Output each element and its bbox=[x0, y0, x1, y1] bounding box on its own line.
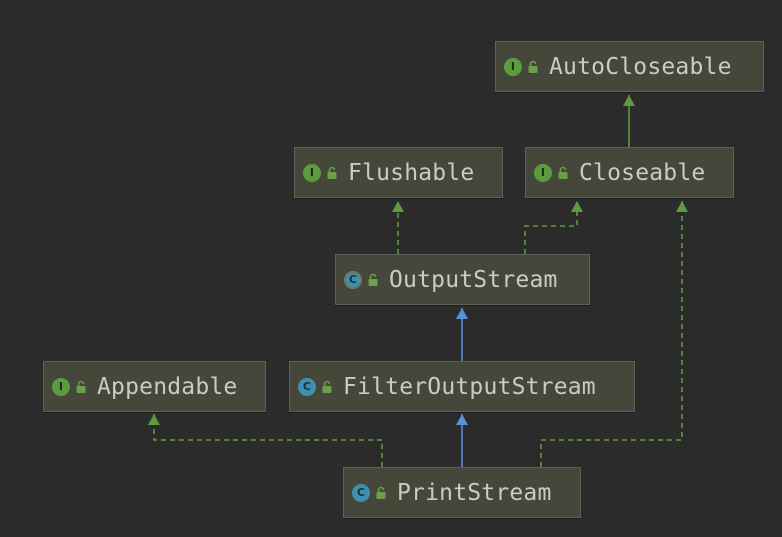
node-outputstream[interactable]: C OutputStream bbox=[335, 254, 590, 305]
interface-icon: I bbox=[52, 377, 70, 396]
arrowhead bbox=[623, 95, 635, 106]
unlocked-padlock-icon bbox=[327, 166, 337, 179]
arrowhead bbox=[392, 201, 404, 212]
node-appendable[interactable]: I Appendable bbox=[43, 361, 266, 412]
edge-line bbox=[153, 414, 383, 467]
node-label: PrintStream bbox=[397, 479, 552, 506]
node-filteroutputstream[interactable]: C FilterOutputStream bbox=[289, 361, 635, 412]
edge-line bbox=[540, 201, 683, 467]
unlocked-padlock-icon bbox=[368, 273, 378, 286]
edge-printstream-to-appendable bbox=[148, 414, 383, 467]
arrowhead bbox=[148, 414, 160, 425]
class-icon: C bbox=[352, 483, 370, 502]
node-autocloseable[interactable]: I AutoCloseable bbox=[495, 41, 764, 92]
edge-printstream-to-filteroutputstream bbox=[456, 414, 468, 467]
node-label: Closeable bbox=[579, 159, 706, 186]
node-label: OutputStream bbox=[389, 266, 558, 293]
interface-icon: I bbox=[303, 163, 321, 182]
abstract-class-icon: C bbox=[344, 270, 362, 289]
edge-line bbox=[524, 201, 578, 254]
edge-printstream-to-closeable bbox=[540, 201, 688, 467]
unlocked-padlock-icon bbox=[376, 486, 386, 499]
node-closeable[interactable]: I Closeable bbox=[525, 147, 734, 198]
interface-icon: I bbox=[504, 57, 522, 76]
edge-filteroutputstream-to-outputstream bbox=[456, 308, 468, 361]
unlocked-padlock-icon bbox=[76, 380, 86, 393]
edge-closeable-to-autocloseable bbox=[623, 95, 635, 147]
node-flushable[interactable]: I Flushable bbox=[294, 147, 503, 198]
arrowhead bbox=[676, 201, 688, 212]
node-label: AutoCloseable bbox=[549, 53, 732, 80]
edge-outputstream-to-flushable bbox=[392, 201, 404, 254]
edge-outputstream-to-closeable bbox=[524, 201, 583, 254]
unlocked-padlock-icon bbox=[528, 60, 538, 73]
node-printstream[interactable]: C PrintStream bbox=[343, 467, 581, 518]
node-label: Flushable bbox=[348, 159, 475, 186]
node-label: Appendable bbox=[97, 373, 238, 400]
unlocked-padlock-icon bbox=[322, 380, 332, 393]
unlocked-padlock-icon bbox=[558, 166, 568, 179]
arrowhead bbox=[456, 414, 468, 425]
interface-icon: I bbox=[534, 163, 552, 182]
node-label: FilterOutputStream bbox=[343, 373, 596, 400]
arrowhead bbox=[456, 308, 468, 319]
arrowhead bbox=[571, 201, 583, 212]
class-icon: C bbox=[298, 377, 316, 396]
